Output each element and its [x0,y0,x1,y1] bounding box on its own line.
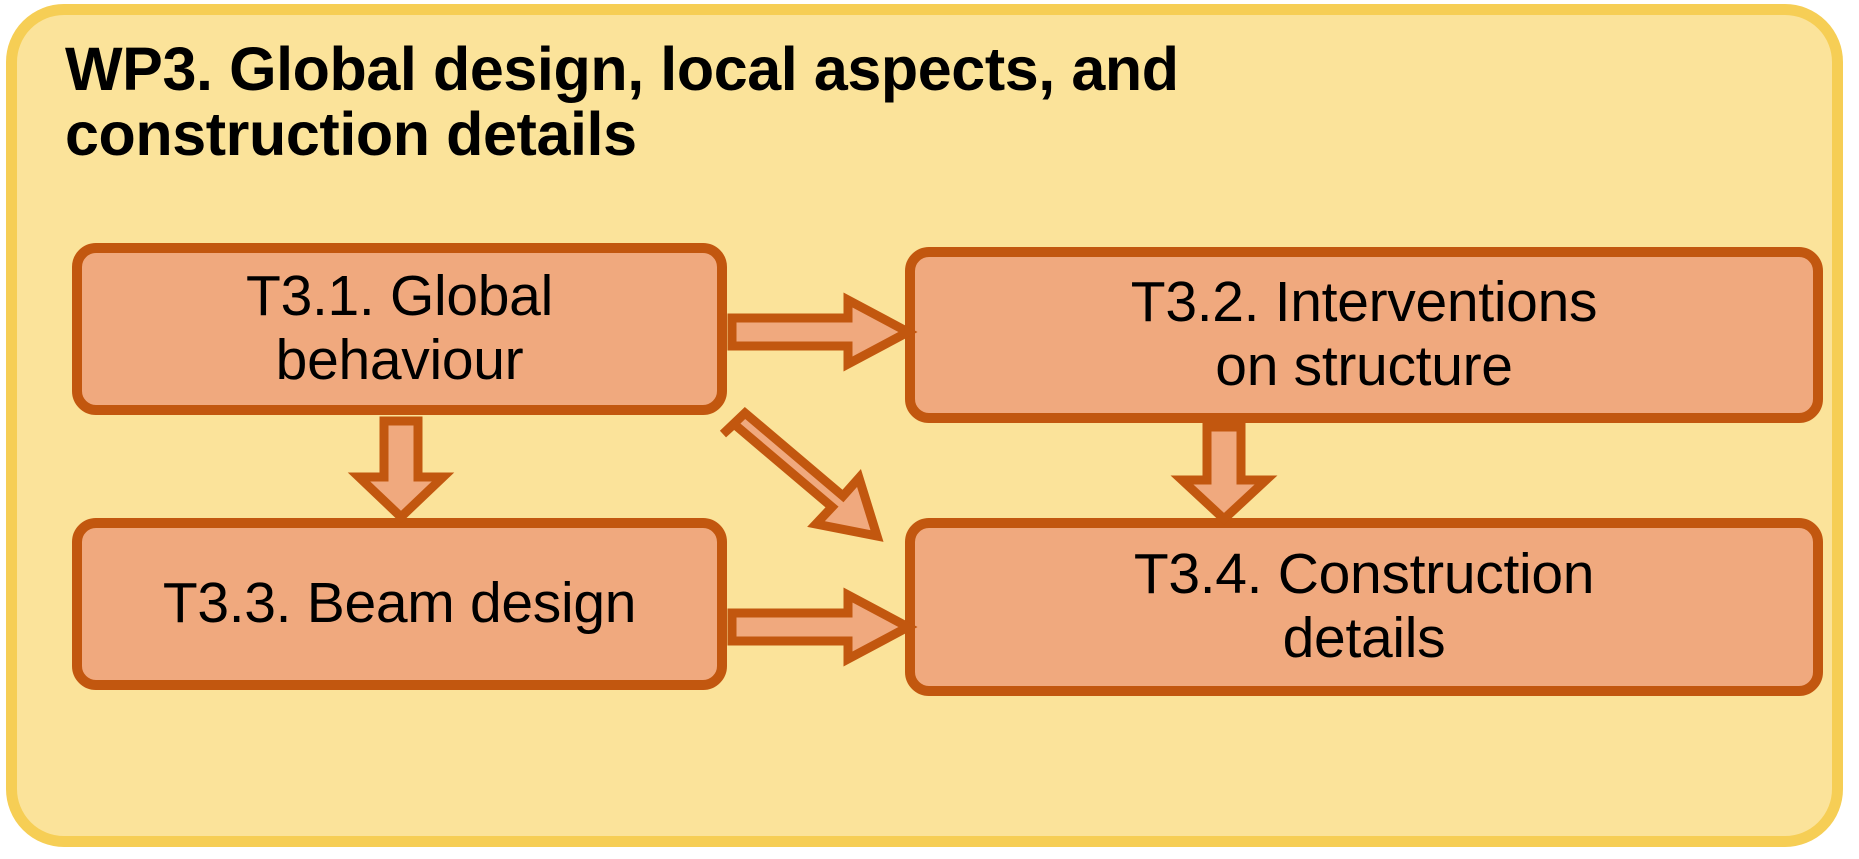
task-label-t3-2: T3.2. Interventions on structure [1130,270,1598,398]
workpackage-container: WP3. Global design, local aspects, and c… [6,4,1843,847]
task-box-t3-3[interactable]: T3.3. Beam design [72,518,727,690]
arrow-t3-1-to-t3-4 [719,406,884,542]
workpackage-title: WP3. Global design, local aspects, and c… [65,35,1179,169]
task-label-t3-1: T3.1. Global behaviour [246,264,553,392]
arrow-t3-2-to-t3-4 [1170,422,1278,526]
arrow-t3-1-to-t3-2 [727,292,918,372]
task-label-t3-3: T3.3. Beam design [162,571,637,636]
arrow-t3-1-to-t3-3 [347,416,455,524]
task-label-t3-4: T3.4. Construction details [1133,542,1595,670]
task-box-t3-4[interactable]: T3.4. Construction details [905,518,1823,696]
arrow-t3-3-to-t3-4 [727,587,918,667]
task-box-t3-2[interactable]: T3.2. Interventions on structure [905,247,1823,423]
task-box-t3-1[interactable]: T3.1. Global behaviour [72,243,727,415]
